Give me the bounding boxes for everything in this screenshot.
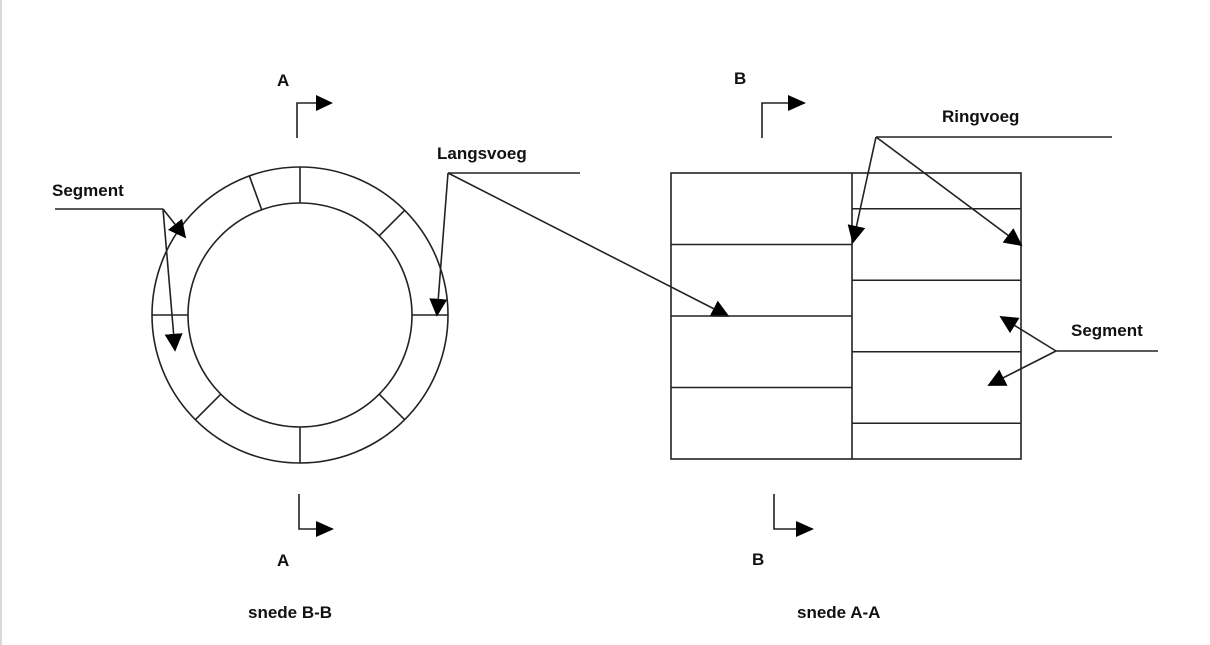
caption-snede-bb: snede B-B [248,603,332,622]
left-column-joints [671,243,852,389]
section-mark-b-bottom: B [752,494,814,569]
leader-arrow [162,208,187,239]
longitudinal-joint [378,209,406,237]
longitudinal-joint [194,393,222,421]
section-mark-b-top-label: B [734,69,746,88]
section-arrow-a-bottom [298,494,316,530]
callout-segment-right: Segment [987,316,1158,386]
longitudinal-joint [378,393,406,421]
leader-arrow [429,172,449,317]
cross-section-ring [151,166,449,464]
leader-arrow [162,208,183,352]
ring-joints [152,167,448,463]
caption-snede-aa: snede A-A [797,603,880,622]
longitudinal-section [670,172,1022,460]
section-mark-a-bottom: A [277,494,334,570]
callout-langsvoeg: Langsvoeg [429,144,730,317]
callout-segment-left: Segment [52,181,187,352]
ring-inner-circle [187,202,413,428]
label-segment-left: Segment [52,181,124,200]
section-arrow-a-top [296,102,316,138]
longitudinal-joint [248,175,263,211]
leader-arrow [847,136,877,244]
section-mark-a-bottom-label: A [277,551,289,570]
section-mark-a-top-label: A [277,71,289,90]
section-arrow-b-bottom [773,494,796,530]
arrow-head-icon [796,521,814,537]
arrow-head-icon [316,95,333,111]
arrow-head-icon [316,521,334,537]
section-arrow-b-top [761,102,788,138]
section-mark-b-bottom-label: B [752,550,764,569]
section-mark-b-top: B [734,69,806,138]
right-column-joints [852,207,1021,425]
leader-arrow [447,172,730,317]
leader-arrow [999,316,1057,352]
label-ringvoeg: Ringvoeg [942,107,1019,126]
callout-ringvoeg: Ringvoeg [847,107,1112,247]
label-langsvoeg: Langsvoeg [437,144,527,163]
leader-arrow [875,136,1023,247]
leader-arrow [987,350,1057,386]
arrow-head-icon [788,95,806,111]
label-segment-right: Segment [1071,321,1143,340]
section-mark-a-top: A [277,71,333,138]
